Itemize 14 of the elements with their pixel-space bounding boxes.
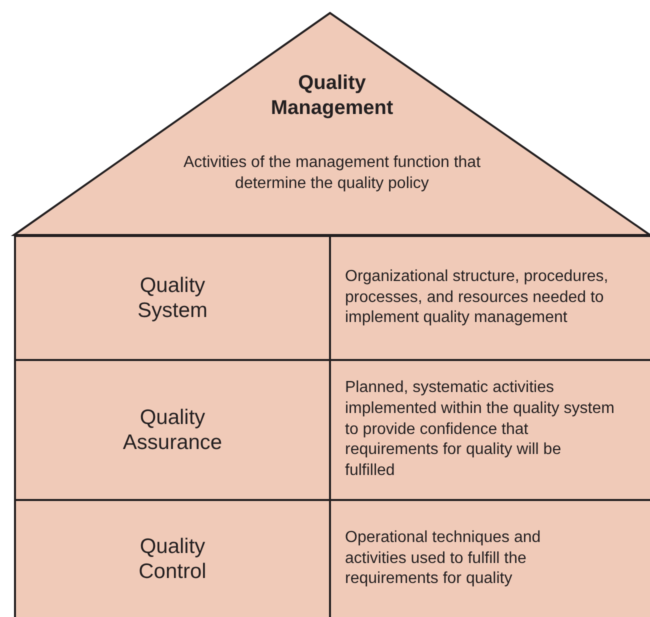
row-description-panel [329, 235, 650, 359]
row-heading: Quality Assurance [122, 404, 224, 456]
row-description-panel [329, 359, 650, 499]
row-heading: Quality Control [138, 534, 208, 584]
row-description: Organizational structure, procedures, processes, and resources needed to implement quality management [345, 266, 610, 328]
row-heading-panel [14, 499, 329, 617]
row-heading-panel [14, 359, 329, 499]
row-heading-panel [14, 235, 329, 359]
row-description: Planned, systematic activities implemented within the quality system to provide confidence that requirements for quality will be fulfilled [345, 378, 615, 482]
heading: Quality Management [270, 71, 394, 121]
row-description: Operational techniques and activities used to fulfill the requirements for quality [345, 528, 542, 590]
description: Activities of the management function that determine the quality policy [182, 153, 482, 194]
row-heading: Quality System [136, 272, 208, 324]
row-description-panel [329, 499, 650, 617]
